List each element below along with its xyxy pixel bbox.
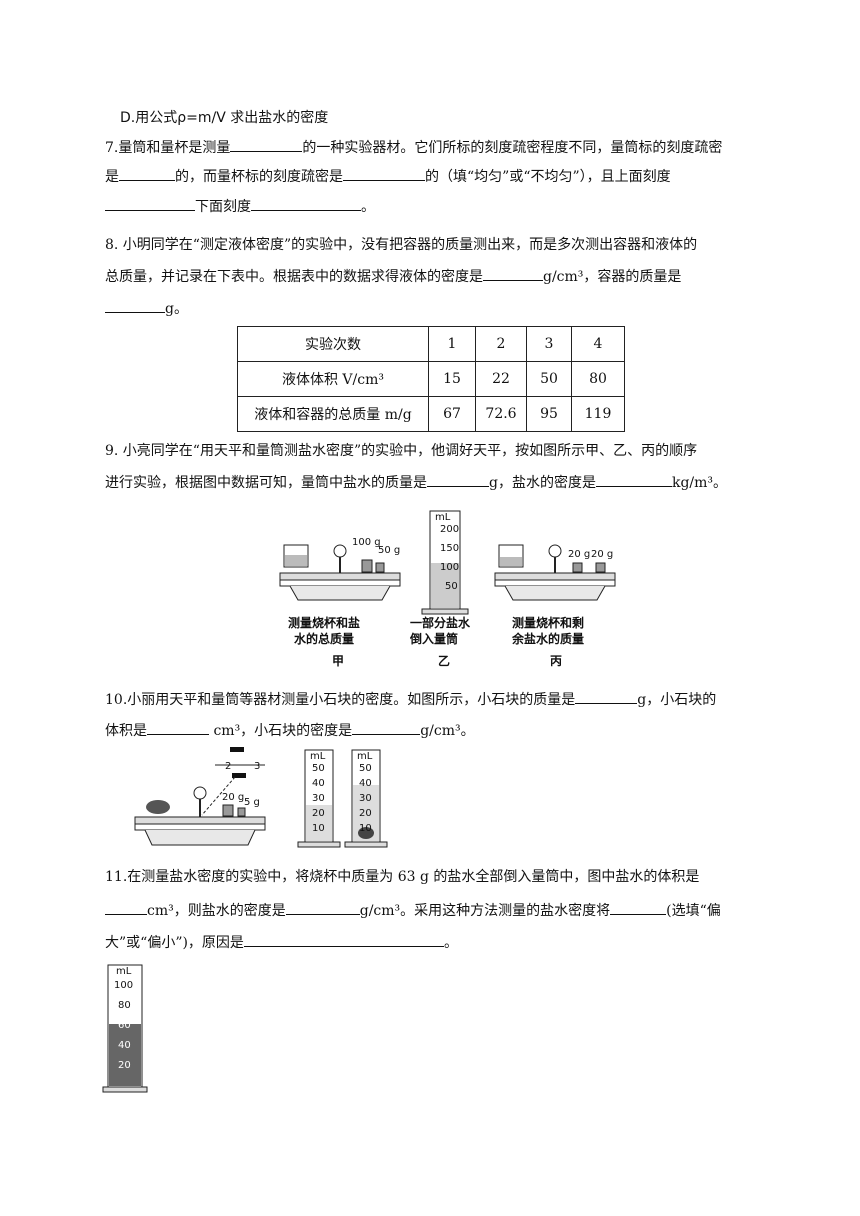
yi-caption-line-2: 倒入量筒 [409,631,458,646]
rock-scale-label: 3 [254,761,260,772]
table-row: 实验次数 1 2 3 4 [237,326,625,362]
table-row: 液体体积 V/cm³ 15 22 50 80 [237,361,625,397]
table-cell: 119 [571,396,625,432]
table-header-cell: 1 [428,326,476,362]
yi-tick: 100 [440,562,459,573]
cyl1-tick: 30 [312,793,325,804]
yi-tick: 200 [440,524,459,535]
q11-line-1: 11.在测量盐水密度的实验中，将烧杯中质量为 63 g 的盐水全部倒入量筒中，图… [105,869,700,885]
table-cell: 液体体积 V/cm³ [237,361,429,397]
q7-line-3: 下面刻度。 [105,196,375,217]
jia-weight-100g: 100 g [352,537,381,548]
rock-scale-label: 2 [225,761,231,772]
q9-figure: 100 g 50 g 测量烧杯和盐 水的总质量 甲 mL 200 150 100… [279,510,616,668]
bing-label: 丙 [550,654,562,668]
jia-weight-50g: 50 g [378,545,400,556]
cyl-tick: 20 [118,1060,131,1071]
yi-tick: 150 [440,543,459,554]
cyl2-tick: 10 [359,823,372,834]
table-row: 液体和容器的总质量 m/g 67 72.6 95 119 [237,396,625,432]
table-header-cell: 4 [571,326,625,362]
rock-weight-20g: 20 g [222,792,244,803]
bing-caption-line-2: 余盐水的质量 [511,631,584,646]
cylinder-saltwater-illustration [102,964,148,1093]
balance-jia-illustration [279,544,401,601]
q8-line-1: 8. 小明同学在“测定液体密度”的实验中，没有把容器的质量测出来，而是多次测出容… [105,237,698,253]
jia-caption-line-2: 水的总质量 [294,631,354,646]
cyl1-unit: mL [310,751,326,762]
table-cell: 50 [526,361,572,397]
yi-caption-line-1: 一部分盐水 [410,615,471,630]
cyl-tick: 100 [114,980,133,991]
table-cell: 80 [571,361,625,397]
cyl2-tick: 30 [359,793,372,804]
table-cell: 液体和容器的总质量 m/g [237,396,429,432]
rock-weight-5g: 5 g [244,797,260,808]
table-header-cell: 3 [526,326,572,362]
cyl-tick: 60 [118,1020,131,1031]
q7-line-2: 是的，而量杯标的刻度疏密是的（填“均匀”或“不均匀”），且上面刻度 [105,166,671,187]
cyl-tick: 80 [118,1000,131,1011]
cyl2-tick: 50 [359,763,372,774]
cylinder-rock-illustration [344,749,388,848]
table-cell: 72.6 [475,396,527,432]
jia-caption-line-1: 测量烧杯和盐 [288,615,360,630]
q11-figure: mL 100 80 60 40 20 [102,964,148,1093]
table-cell: 67 [428,396,476,432]
table-header-cell: 2 [475,326,527,362]
balance-bing-illustration [494,544,616,601]
yi-unit: mL [435,512,451,523]
q11-line-3: 大”或“偏小”)，原因是。 [105,932,458,953]
cyl-tick: 40 [118,1040,131,1051]
cyl1-tick: 20 [312,808,325,819]
q10-figure: 2 3 20 g 5 g mL 50 40 30 20 10 mL 50 40 … [134,747,388,848]
q6-option-d: D.用公式ρ=m/V 求出盐水的密度 [120,110,329,126]
cyl1-tick: 10 [312,823,325,834]
yi-label: 乙 [438,654,450,668]
q9-line-1: 9. 小亮同学在“用天平和量筒测盐水密度”的实验中，他调好天平，按如图所示甲、乙… [105,443,698,459]
cylinder-water-illustration [297,749,341,848]
cylinder-yi-illustration [421,510,469,615]
cyl-unit: mL [116,966,132,977]
table-header-cell: 实验次数 [237,326,429,362]
q8-line-3: g。 [105,298,188,319]
cyl1-tick: 40 [312,778,325,789]
cyl2-unit: mL [357,751,373,762]
q7-line-1: 7.量筒和量杯是测量的一种实验器材。它们所标的刻度疏密程度不同，量筒标的刻度疏密 [105,137,722,158]
table-cell: 22 [475,361,527,397]
table-cell: 15 [428,361,476,397]
cyl1-tick: 50 [312,763,325,774]
bing-weight-20g: 20 g [591,549,613,560]
yi-tick: 50 [445,581,458,592]
jia-label: 甲 [332,654,344,668]
cyl2-tick: 40 [359,778,372,789]
cyl2-tick: 20 [359,808,372,819]
table-cell: 95 [526,396,572,432]
bing-weight-20g: 20 g [568,549,590,560]
q8-data-table: 实验次数 1 2 3 4 液体体积 V/cm³ 15 22 50 80 液体和容… [237,326,625,432]
bing-caption-line-1: 测量烧杯和剩 [512,615,584,630]
balance-rock-illustration [134,747,266,846]
